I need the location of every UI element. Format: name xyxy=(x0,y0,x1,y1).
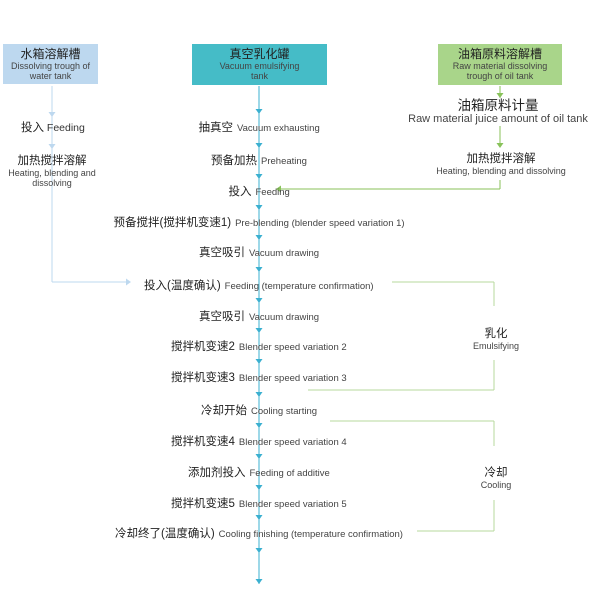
main-step-en: Preheating xyxy=(261,156,307,167)
main-step-cn: 投入(温度确认) xyxy=(144,280,221,292)
arrow-down-icon xyxy=(48,112,56,117)
vacuum-tank-box: 真空乳化罐 Vacuum emulsifying tank xyxy=(192,44,327,85)
main-step-cn: 预备搅拌(搅拌机变速1) xyxy=(113,217,232,229)
main-step-en: Cooling starting xyxy=(251,406,318,417)
arrow-down-icon xyxy=(255,328,263,333)
oil-juice-step: 油箱原料计量 Raw material juice amount of oil … xyxy=(408,98,588,125)
main-step-cn: 搅拌机变速5 xyxy=(171,498,235,510)
water-tank-box: 水箱溶解槽 Dissolving trough of water tank xyxy=(3,44,98,84)
arrow-down-icon xyxy=(255,423,263,428)
oil-heating-step: 加热搅拌溶解 Heating, blending and dissolving xyxy=(436,153,566,176)
main-step-cn: 搅拌机变速2 xyxy=(171,341,235,353)
main-step-cn: 真空吸引 xyxy=(199,311,245,323)
arrow-down-icon xyxy=(255,143,263,148)
main-step-en: Pre-blending (blender speed variation 1) xyxy=(235,218,405,229)
water-heating-step: 加热搅拌溶解 Heating, blending and dissolving xyxy=(8,155,96,188)
arrow-down-icon xyxy=(255,392,263,397)
oil-tank-box: 油箱原料溶解槽 Raw material dissolving trough o… xyxy=(438,44,562,85)
arrow-down-icon xyxy=(255,579,263,584)
main-step-en: Vacuum drawing xyxy=(249,248,320,259)
main-step: 冷却开始 Cooling starting xyxy=(201,401,317,419)
emulsifying-label: 乳化 Emulsifying xyxy=(472,328,519,351)
arrow-down-icon xyxy=(255,359,263,364)
arrow-down-icon xyxy=(255,109,263,114)
main-step: 投入(温度确认)Feeding (temperature confirmatio… xyxy=(144,276,374,294)
vacuum-tank-title: 真空乳化罐 xyxy=(229,47,290,61)
arrow-down-icon xyxy=(255,298,263,303)
main-step-en: Feeding of additive xyxy=(249,468,330,479)
main-step: 真空吸引 Vacuum drawing xyxy=(199,243,319,261)
main-step-en: Cooling finishing (temperature confirmat… xyxy=(218,529,403,540)
main-step-en: Blender speed variation 3 xyxy=(238,373,347,384)
arrow-down-icon xyxy=(255,235,263,240)
arrow-down-icon xyxy=(255,205,263,210)
arrow-down-icon xyxy=(496,143,504,148)
arrow-down-icon xyxy=(255,267,263,272)
main-step-cn: 预备加热 xyxy=(211,155,257,167)
main-step: 预备加热 Preheating xyxy=(211,151,307,169)
vacuum-tank-subtitle-1: Vacuum emulsifying xyxy=(219,61,300,71)
arrow-down-icon xyxy=(48,144,56,149)
oil-tank-title: 油箱原料溶解槽 xyxy=(457,47,542,61)
arrow-down-icon xyxy=(496,93,504,98)
arrow-down-icon xyxy=(255,548,263,553)
main-step-cn: 搅拌机变速3 xyxy=(171,372,235,384)
main-step-en: Feeding (temperature confirmation) xyxy=(224,281,374,292)
main-step-cn: 抽真空 xyxy=(198,122,234,134)
main-step-cn: 投入 xyxy=(228,186,252,198)
arrow-right-icon xyxy=(126,278,131,286)
cooling-label: 冷却 Cooling xyxy=(480,467,512,490)
main-step-cn: 添加剂投入 xyxy=(188,467,246,479)
arrow-down-icon xyxy=(255,515,263,520)
main-step-cn: 冷却开始 xyxy=(201,405,247,417)
water-feeding-step: 投入 Feeding xyxy=(21,122,85,134)
main-step-en: Blender speed variation 5 xyxy=(238,499,347,510)
main-step-cn: 真空吸引 xyxy=(199,247,245,259)
vacuum-tank-subtitle-2: tank xyxy=(250,71,268,81)
main-step: 预备搅拌(搅拌机变速1)Pre-blending (blender speed … xyxy=(114,213,405,231)
main-step-en: Feeding xyxy=(255,187,290,198)
arrow-down-icon xyxy=(255,485,263,490)
arrow-down-icon xyxy=(255,454,263,459)
main-step: 冷却终了(温度确认)Cooling finishing (temperature… xyxy=(115,524,403,542)
main-step: 真空吸引 Vacuum drawing xyxy=(199,307,319,325)
arrow-down-icon xyxy=(255,174,263,179)
water-tank-subtitle-2: water tank xyxy=(29,71,72,81)
main-step-cn: 搅拌机变速4 xyxy=(171,436,235,448)
main-step-en: Vacuum exhausting xyxy=(237,123,320,134)
oil-tank-subtitle-2: trough of oil tank xyxy=(466,71,534,81)
arrow-left-icon xyxy=(276,185,281,193)
oil-tank-subtitle-1: Raw material dissolving xyxy=(452,61,548,71)
main-step-cn: 冷却终了(温度确认) xyxy=(115,528,215,540)
main-step-en: Vacuum drawing xyxy=(249,312,320,323)
water-tank-title: 水箱溶解槽 xyxy=(20,47,81,61)
water-tank-subtitle-1: Dissolving trough of xyxy=(10,61,91,71)
main-step-en: Blender speed variation 4 xyxy=(238,437,347,448)
main-step-en: Blender speed variation 2 xyxy=(238,342,347,353)
